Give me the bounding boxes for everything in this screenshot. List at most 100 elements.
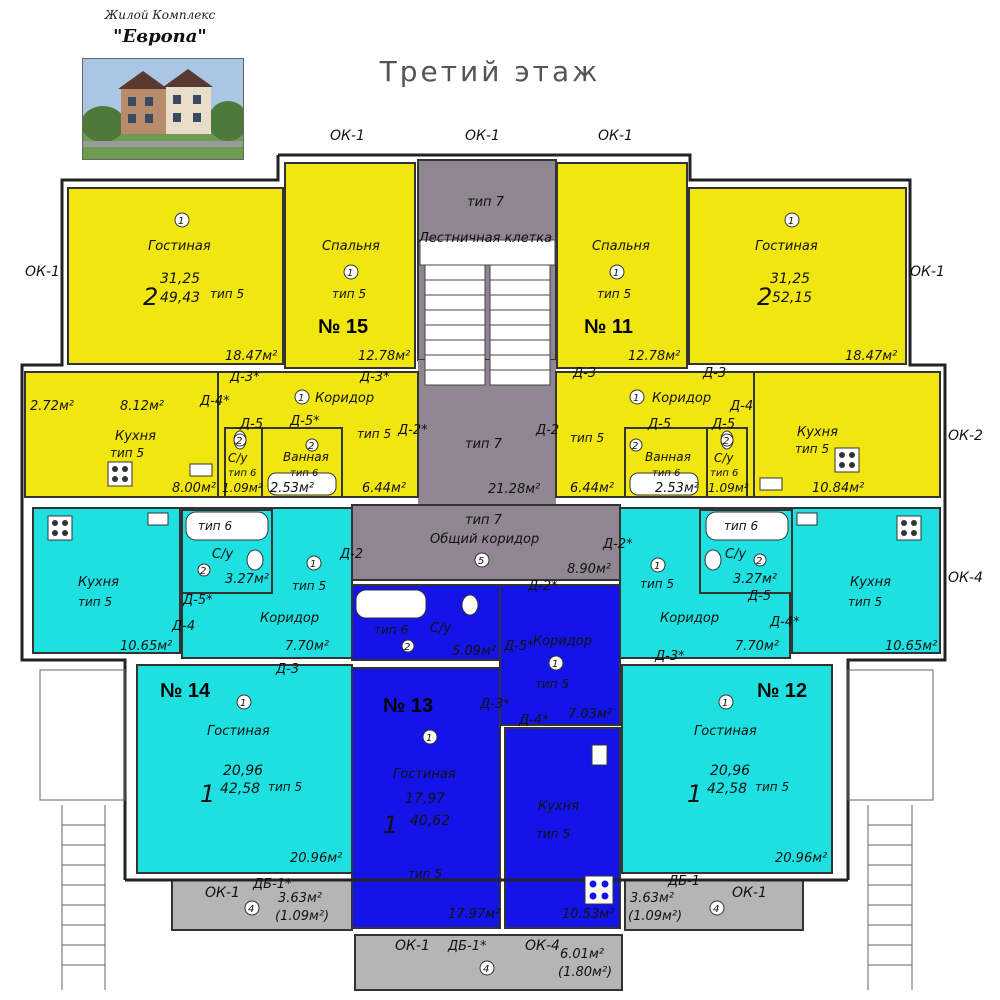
- room-label: Коридор: [533, 634, 592, 649]
- door-label: Д-5*: [182, 593, 213, 608]
- room-type: тип 6: [198, 519, 232, 533]
- room-type: тип 5: [332, 287, 366, 301]
- door-label: Д-5: [747, 589, 771, 604]
- area-value: 6.44м²: [362, 481, 406, 496]
- area-value: 2.53м²: [655, 481, 699, 496]
- room-num: 2: [632, 441, 638, 452]
- bathtub-icon: [185, 511, 269, 541]
- window-label: ОК-4: [948, 570, 983, 586]
- total-area: 49,43: [160, 290, 200, 306]
- window-label: ОК-1: [330, 128, 365, 144]
- rooms-count: 1: [687, 780, 702, 808]
- room-type: тип 5: [570, 431, 604, 445]
- room-type: тип 5: [268, 780, 302, 794]
- area-value: 20.96м²: [775, 851, 827, 866]
- corridor-type: тип 7: [465, 513, 503, 528]
- area-value: 5.09м²: [452, 644, 496, 659]
- stove-icon: [107, 461, 133, 487]
- room-type: тип 5: [640, 577, 674, 591]
- room-num: 1: [240, 698, 246, 709]
- room-label: С/у: [212, 547, 233, 562]
- room-label: Кухня: [538, 799, 579, 814]
- room-num: 1: [178, 216, 184, 227]
- area-value: 3.27м²: [733, 572, 777, 587]
- room-type: тип 5: [408, 867, 442, 881]
- rooms-count: 1: [200, 780, 215, 808]
- room-type: тип 6: [228, 468, 256, 479]
- complex-name: "Европа": [113, 26, 207, 47]
- area-value: 7.03м²: [568, 707, 612, 722]
- room-type: тип 6: [290, 468, 318, 479]
- room-label: Коридор: [315, 391, 374, 406]
- room-label: Коридор: [652, 391, 711, 406]
- room-num: 1: [722, 698, 728, 709]
- room-label: Ванная: [645, 450, 691, 464]
- living-area: 20,96: [223, 763, 263, 779]
- area-value: 12.78м²: [628, 349, 680, 364]
- stove-icon: [834, 447, 860, 473]
- room-num: 1: [552, 659, 558, 670]
- stove-icon: [896, 515, 922, 541]
- stove-icon: [47, 515, 73, 541]
- door-label: Д-4*: [199, 394, 230, 409]
- hall-type: тип 7: [465, 437, 503, 452]
- room-label: Коридор: [660, 611, 719, 626]
- door-label: Д-5*: [289, 414, 320, 429]
- area-value: 10.65м²: [120, 639, 172, 654]
- complex-line1: Жилой Комплекс: [104, 8, 216, 22]
- area-value: 12.78м²: [358, 349, 410, 364]
- room-kitchen-11: [753, 371, 941, 498]
- rooms-count: 2: [143, 283, 158, 311]
- toilet-icon: [246, 549, 264, 571]
- window-labels: ОК-1 ОК-1 ОК-1 ОК-1 ОК-1 ОК-2 ОК-4 ОК-1 …: [25, 128, 983, 954]
- room-num: 1: [633, 393, 639, 404]
- area-value: (1.09м²): [628, 909, 682, 924]
- room-num: 1: [310, 559, 316, 570]
- door-label: Д-3: [572, 366, 596, 381]
- balcony-14: [171, 879, 353, 931]
- total-area: 40,62: [410, 813, 450, 829]
- room-label: Кухня: [797, 425, 838, 440]
- door-label: Д-5: [239, 417, 263, 432]
- stairwell-label: Лестничная клетка: [418, 231, 552, 246]
- room-type: тип 5: [292, 579, 326, 593]
- sink-icon: [591, 744, 608, 766]
- area-value: 10.84м²: [812, 481, 864, 496]
- area-value: 6.44м²: [570, 481, 614, 496]
- room-type: тип 5: [536, 827, 570, 841]
- bathtub-icon: [355, 589, 427, 619]
- door-label: Д-3: [275, 662, 299, 677]
- area-value: 6.01м²: [560, 947, 604, 962]
- door-label: Д-2: [535, 423, 559, 438]
- room-label: Кухня: [115, 429, 156, 444]
- area-value: 10.65м²: [885, 639, 937, 654]
- room-label: С/у: [228, 451, 248, 465]
- room-type: тип 5: [755, 780, 789, 794]
- hall-area: 21.28м²: [488, 482, 540, 497]
- room-num: 2: [723, 436, 729, 447]
- sink-icon: [189, 463, 213, 477]
- room-num: 2: [404, 642, 410, 653]
- apartment-label-13: № 13: [383, 695, 433, 717]
- door-label: Д-3*: [229, 370, 260, 385]
- common-corridor: [351, 504, 621, 581]
- room-type: тип 6: [374, 623, 408, 637]
- room-type: тип 5: [848, 595, 882, 609]
- room-type: тип 6: [724, 519, 758, 533]
- stairwell-type: тип 7: [467, 195, 505, 210]
- total-area: 42,58: [220, 781, 260, 797]
- living-area: 31,25: [770, 271, 810, 287]
- room-bedroom-15: [284, 162, 416, 369]
- room-label: Ванная: [283, 450, 329, 464]
- room-label: Спальня: [322, 239, 380, 254]
- area-value: 1.09м²: [708, 481, 749, 495]
- room-num: 2: [236, 436, 242, 447]
- area-value: 17.97м²: [448, 907, 500, 922]
- door-label: Д-5: [647, 417, 671, 432]
- toilet-icon: [704, 549, 722, 571]
- door-label: Д-2*: [397, 423, 428, 438]
- area-value: 3.63м²: [278, 891, 322, 906]
- room-label: Кухня: [850, 575, 891, 590]
- rooms-count: 1: [383, 811, 398, 839]
- living-area: 17,97: [405, 791, 445, 807]
